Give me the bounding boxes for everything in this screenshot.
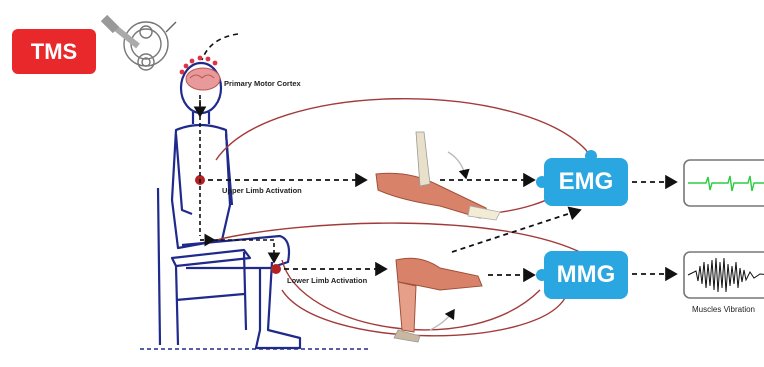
muscles-vibration-label: Muscles Vibration: [692, 305, 755, 314]
tms-badge: TMS: [12, 29, 96, 74]
stimulus-arc: [202, 34, 238, 60]
mmg-signal-panel: [684, 252, 764, 298]
seated-person-figure: [158, 63, 300, 348]
mmg-box: MMG: [544, 251, 628, 299]
emg-box: EMG: [544, 158, 628, 206]
tms-coil-icon: [104, 18, 176, 70]
primary-motor-cortex-label: Primary Motor Cortex: [224, 79, 301, 88]
lower-limb-activation-point: [271, 264, 281, 274]
lower-signal-curve-bottom: [282, 290, 566, 336]
upper-limb-activation-label: Upper Limb Activation: [222, 186, 302, 195]
lower-limb-activation-label: Lower Limb Activation: [287, 276, 367, 285]
emg-signal-panel: [684, 160, 764, 206]
arm-muscle-illustration: [376, 132, 500, 220]
